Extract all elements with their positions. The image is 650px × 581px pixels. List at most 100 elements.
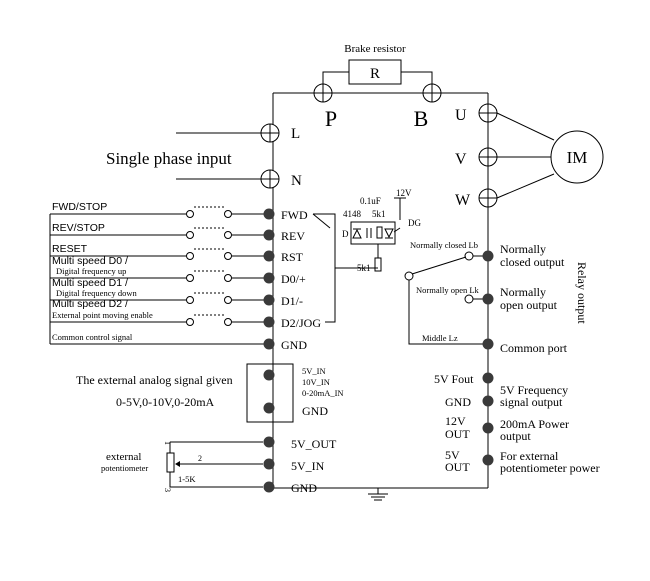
- power-outputs: 5V Fout GND 12V OUT 5V OUT 5V Frequency …: [434, 372, 600, 475]
- common-port-label: Common port: [500, 341, 568, 355]
- v12-label: 12V: [396, 188, 412, 198]
- terminal-u-symbol: [478, 103, 498, 123]
- resistor-r2-icon: [374, 257, 382, 272]
- terminal-d2-dot: [263, 316, 275, 328]
- terminal-d0-dot: [263, 272, 275, 284]
- led-circuit: 0.1uF 12V 4148 5k1 DG D 5k1: [342, 188, 421, 273]
- input-switches: FWD/STOP REV/STOP RESET Multi speed D0 /…: [49, 201, 269, 345]
- terminal-l-symbol: [260, 123, 280, 143]
- motor-label: IM: [567, 148, 588, 167]
- terminal-p-symbol: [313, 83, 333, 103]
- terminal-v-label: V: [455, 151, 467, 168]
- no-output-dot: [482, 293, 494, 305]
- relay-output: Normally closed Lb Normally open Lk Midd…: [404, 240, 589, 355]
- d0-sub-label: Digital frequency up: [56, 266, 126, 276]
- no-output-label-1: Normally: [500, 285, 546, 299]
- switch-d2-icon: [186, 314, 232, 326]
- terminal-u-label: U: [455, 107, 467, 124]
- ext-pot-label-1: For external: [500, 449, 559, 463]
- d1-sub-label: Digital frequency down: [56, 288, 137, 298]
- terminal-fwd-label: FWD: [281, 208, 308, 222]
- analog-in3-label: 0-20mA_IN: [302, 388, 344, 398]
- d2-sub-label: External point moving enable: [52, 310, 153, 320]
- diode-part-label: 4148: [343, 209, 362, 219]
- control-terminals: FWD REV RST D0/+ D1/- D2/JOG GND: [263, 208, 378, 352]
- analog-range: 0-5V,0-10V,0-20mA: [116, 395, 215, 409]
- pot-pin1-label: 1: [163, 441, 172, 445]
- resistor-symbol: R: [370, 66, 380, 82]
- switch-rev-icon: [186, 227, 232, 239]
- nc-output-label-1: Normally: [500, 242, 546, 256]
- terminal-d2-label: D2/JOG: [281, 316, 321, 330]
- dg-label: DG: [408, 218, 421, 228]
- led-icon: [384, 227, 401, 239]
- r2-label: 5k1: [357, 263, 371, 273]
- common-control-label: Common control signal: [52, 332, 133, 342]
- pot-range-label: 1-5K: [178, 474, 196, 484]
- terminal-rst-dot: [263, 250, 275, 262]
- fout-dot: [482, 372, 494, 384]
- terminal-5v-out-label: 5V_OUT: [291, 437, 337, 451]
- analog-title: The external analog signal given: [76, 373, 233, 387]
- v5-out-dot: [482, 454, 494, 466]
- switch-d1-icon: [186, 292, 232, 304]
- terminal-fwd-dot: [263, 208, 275, 220]
- rev-stop-label: REV/STOP: [52, 222, 105, 234]
- brake-resistor: Brake resistor R P B: [273, 43, 488, 131]
- analog-in-dot: [263, 369, 275, 381]
- fout-label: 5V Fout: [434, 372, 474, 386]
- power-200ma-label-1: 200mA Power: [500, 417, 569, 431]
- brake-wire-right: [401, 71, 433, 87]
- terminal-b-symbol: [422, 83, 442, 103]
- terminal-gnd-dot: [263, 338, 275, 350]
- terminal-bottom-gnd-dot: [263, 481, 275, 493]
- middle-lz-label: Middle Lz: [422, 333, 458, 343]
- nc-output-dot: [482, 250, 494, 262]
- motor-output: U V W IM: [455, 103, 604, 209]
- terminal-v-symbol: [478, 147, 498, 167]
- potentiometer-wiper-icon: [175, 461, 180, 467]
- freq-label-1: 5V Frequency: [500, 383, 568, 397]
- no-output-label-2: open output: [500, 298, 558, 312]
- resistor-r1-icon: [376, 226, 383, 239]
- capacitor-icon: [366, 228, 372, 238]
- pot-label-1: external: [106, 451, 141, 463]
- v5-label-2: OUT: [445, 460, 470, 474]
- terminal-5v-in-label: 5V_IN: [291, 459, 325, 473]
- brake-resistor-label: Brake resistor: [344, 43, 406, 55]
- d-label: D: [342, 229, 349, 239]
- switch-rst-icon: [186, 248, 232, 260]
- ext-pot-label-2: potentiometer power: [500, 461, 600, 475]
- analog-in1-label: 5V_IN: [302, 366, 326, 376]
- no-lk-label: Normally open Lk: [416, 285, 480, 295]
- led-block: [350, 221, 396, 245]
- terminal-5v-in-dot: [263, 458, 275, 470]
- brake-wire-left: [322, 71, 349, 87]
- terminal-p-label: P: [325, 106, 337, 131]
- freq-label-2: signal output: [500, 395, 563, 409]
- relay-output-side-label: Relay output: [575, 262, 589, 324]
- nc-output-label-2: closed output: [500, 255, 565, 269]
- reset-label: RESET: [52, 243, 88, 255]
- analog-gnd-label: GND: [302, 404, 328, 418]
- analog-gnd-dot: [263, 402, 275, 414]
- d1-label: Multi speed D1 /: [52, 277, 128, 289]
- power-200ma-label-2: output: [500, 429, 531, 443]
- terminal-d1-dot: [263, 294, 275, 306]
- terminal-b-label: B: [414, 106, 429, 131]
- nc-lb-label: Normally closed Lb: [410, 240, 478, 250]
- single-phase-input: L N Single phase input: [106, 123, 302, 189]
- motor-icon: [550, 130, 604, 184]
- terminal-5v-out-dot: [263, 436, 275, 448]
- v5-label-1: 5V: [445, 448, 460, 462]
- d0-label: Multi speed D0 /: [52, 255, 128, 267]
- terminal-gnd-label: GND: [281, 338, 307, 352]
- potentiometer-icon: [166, 452, 175, 473]
- terminal-w-symbol: [478, 188, 498, 208]
- potentiometer-section: 5V_OUT 5V_IN GND external potentiometer …: [101, 436, 337, 495]
- out-gnd-label: GND: [445, 395, 471, 409]
- ground-icon: [368, 488, 388, 501]
- terminal-rev-label: REV: [281, 229, 305, 243]
- terminal-rst-label: RST: [281, 250, 304, 264]
